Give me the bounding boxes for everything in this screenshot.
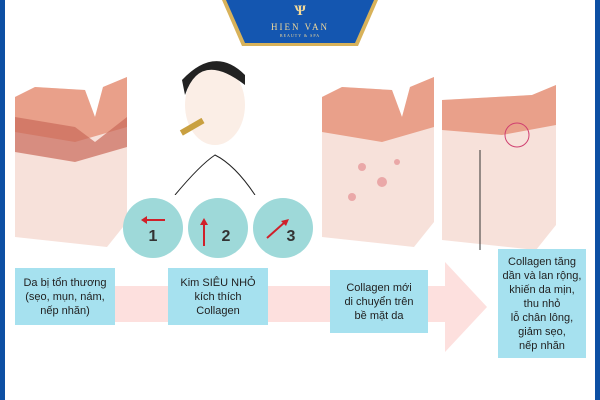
new-collagen-skin-illustration	[322, 77, 434, 247]
brand-monogram: Ѱ	[294, 3, 306, 19]
step-1-label: Da bị tổn thương (sẹo, mụn, nám, nếp nhă…	[15, 268, 115, 325]
roller-step-2: 2	[188, 198, 248, 258]
banner-shape	[222, 0, 378, 46]
diagonal-arrow-icon	[266, 219, 289, 239]
brand-banner: Ѱ HIEN VAN BEAUTY & SPA	[222, 0, 378, 46]
renewed-skin-illustration	[442, 85, 556, 250]
step-number: 1	[148, 228, 158, 245]
step-number: 3	[286, 228, 296, 245]
brand-name: HIEN VAN	[271, 22, 329, 32]
face-roller-illustration	[174, 61, 256, 195]
step-4-label: Collagen tăng dần và lan rộng, khiến da …	[498, 249, 586, 358]
process-arrowhead	[445, 262, 487, 352]
right-frame-border	[595, 0, 600, 400]
left-arrow-icon	[141, 216, 165, 224]
up-arrow-icon	[200, 218, 208, 246]
step-number: 2	[221, 228, 231, 245]
roller-step-3: 3	[253, 198, 313, 258]
step-3-label: Collagen mới di chuyển trên bề mặt da	[330, 270, 428, 333]
damaged-skin-illustration	[15, 77, 127, 247]
step-2-label: Kim SIÊU NHỎ kích thích Collagen	[168, 268, 268, 325]
roller-step-1: 1	[123, 198, 183, 258]
brand-tagline: BEAUTY & SPA	[279, 33, 321, 38]
left-frame-border	[0, 0, 5, 400]
